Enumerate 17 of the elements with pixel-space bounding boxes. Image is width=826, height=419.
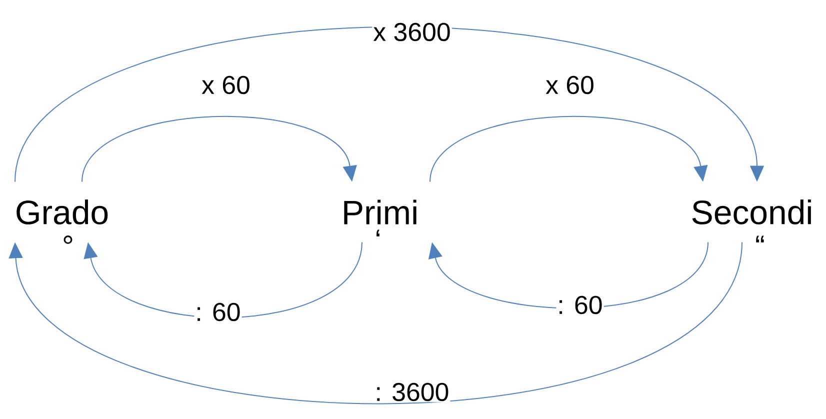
unit-symbol: ‘ — [376, 230, 380, 236]
edge-label: x 3600 — [372, 22, 452, 42]
edge-label: : 60 — [556, 294, 604, 316]
unit-symbol: ° — [64, 236, 72, 244]
node-label: Grado — [16, 200, 108, 224]
edge-label: : 60 — [194, 302, 242, 322]
edge-label: x 60 — [200, 74, 252, 96]
edge-label: x 60 — [544, 74, 596, 96]
node-label: Secondi — [692, 200, 811, 224]
arrow — [84, 242, 362, 318]
arrow — [430, 116, 708, 182]
edge-label: : 3600 — [374, 382, 450, 402]
node-label: Primi — [344, 200, 416, 224]
unit-symbol: “ — [756, 236, 764, 242]
arrow — [428, 242, 708, 309]
arrow — [82, 116, 357, 182]
arrow — [8, 242, 742, 404]
